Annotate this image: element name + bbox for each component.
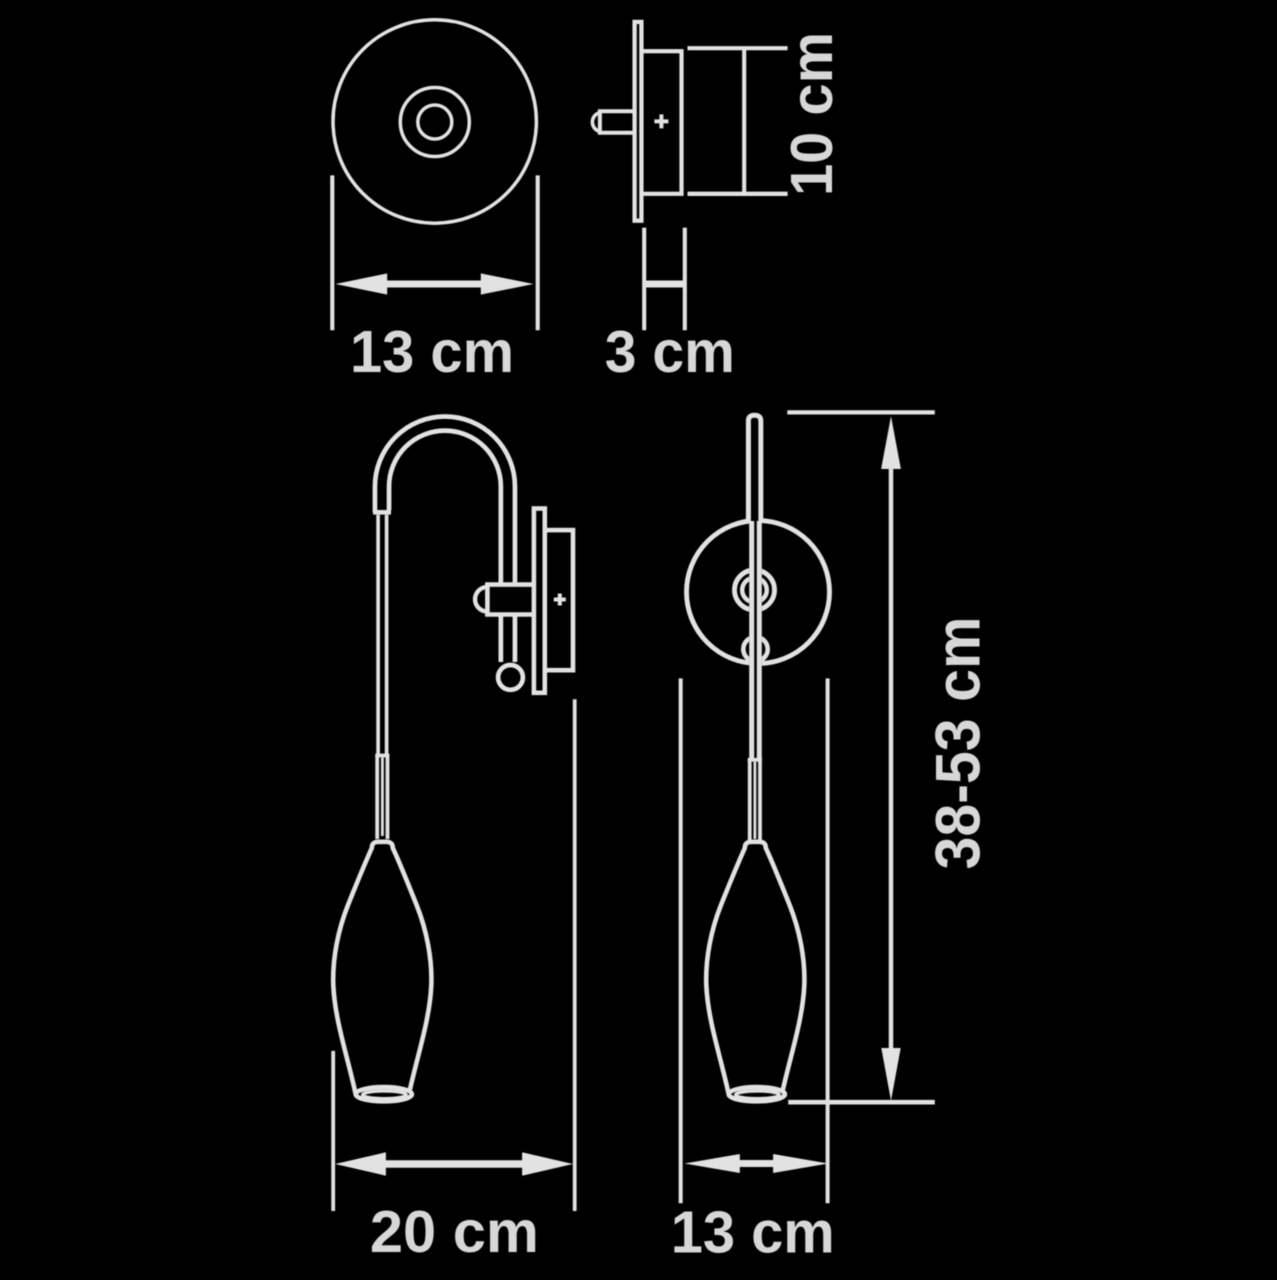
svg-text:38-53 cm: 38-53 cm bbox=[924, 617, 994, 870]
svg-text:3 cm: 3 cm bbox=[605, 319, 735, 385]
svg-text:20 cm: 20 cm bbox=[370, 1198, 539, 1265]
svg-text:13 cm: 13 cm bbox=[671, 1199, 835, 1266]
svg-text:10 cm: 10 cm bbox=[779, 32, 845, 196]
svg-text:13 cm: 13 cm bbox=[350, 319, 514, 385]
